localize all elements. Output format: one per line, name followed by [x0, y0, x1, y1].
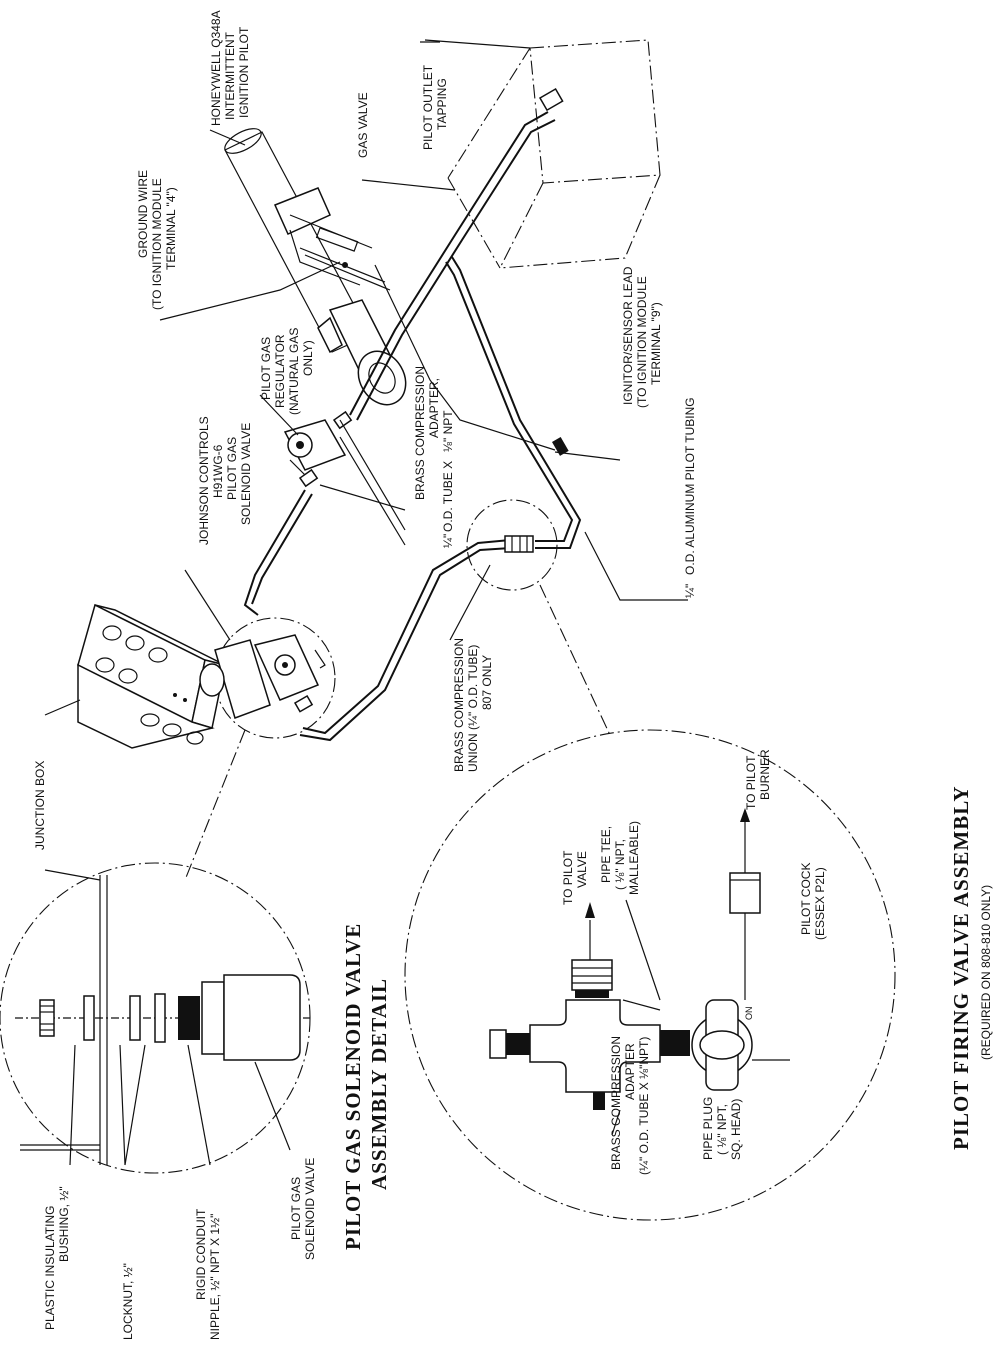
firing-valve-detail-circle: [404, 729, 896, 1221]
label-ground-wire-1: GROUND WIRE: [136, 170, 150, 258]
pilot-tubing: [243, 111, 582, 742]
label-ignition-pilot: IGNITION PILOT: [237, 26, 251, 118]
union-callout-circle: [466, 499, 558, 591]
label-pilot-cock-2: (ESSEX P2L): [813, 867, 827, 940]
label-pipe-plug-3: SQ. HEAD): [729, 1099, 743, 1160]
label-brass-adapter-2: ADAPTER,: [427, 378, 441, 438]
label-johnson-2: H91WG-6: [211, 444, 225, 498]
solenoid-valve: [199, 634, 326, 719]
title-solenoid-1: PILOT GAS SOLENOID VALVE: [341, 923, 365, 1250]
label-to-pilot-valve-1: TO PILOT: [561, 850, 575, 905]
solenoid-callout-circle: [214, 617, 336, 739]
label-brass-adapter2-1: BRASS COMPRESSION: [609, 1036, 623, 1170]
label-plastic-bushing-2: BUSHING, ½": [57, 1186, 71, 1262]
label-ignitor-2: (TO IGNITION MODULE: [635, 276, 649, 408]
brass-compression-union: [504, 535, 534, 553]
label-ignitor-3: TERMINAL "9"): [649, 302, 663, 385]
firing-valve-detail-parts: [489, 808, 761, 1110]
label-rigid-conduit-2: NIPPLE, ½" NPT X 1½": [208, 1214, 222, 1340]
label-brass-union-2: UNION (¼" O.D. TUBE): [466, 645, 480, 772]
label-to-pilot-burner-2: BURNER: [758, 749, 772, 800]
label-regulator-4: ONLY): [301, 340, 315, 376]
label-johnson-1: JOHNSON CONTROLS: [197, 416, 211, 545]
label-pipe-tee-2: ( ⅛" NPT,: [613, 839, 627, 890]
label-brass-adapter2-2: ADAPTER: [623, 1043, 637, 1100]
label-ground-wire-3: TERMINAL "4"): [164, 187, 178, 270]
pilot-burner: [224, 128, 391, 353]
label-brass-adapter-4: O.D. TUBE X: [441, 461, 455, 532]
leader-lines: [44, 39, 790, 1166]
title-firing-2: (REQUIRED ON 808-810 ONLY): [979, 885, 993, 1060]
label-johnson-3: PILOT GAS: [225, 437, 239, 500]
label-pilot-gas-sol-1: PILOT GAS: [289, 1177, 303, 1240]
label-pipe-tee-1: PIPE TEE,: [599, 826, 613, 883]
label-regulator-2: REGULATOR: [273, 334, 287, 408]
label-gas-valve: GAS VALVE: [356, 92, 370, 158]
label-to-pilot-valve-2: VALVE: [575, 851, 589, 888]
label-aluminum-tubing: O.D. ALUMINUM PILOT TUBING: [683, 397, 697, 575]
johnson-regulator-body: [283, 410, 353, 488]
label-regulator-3: (NATURAL GAS: [287, 328, 301, 415]
label-plastic-bushing-1: PLASTIC INSULATING: [43, 1206, 57, 1330]
label-brass-union-4: 807 ONLY: [480, 655, 494, 710]
label-ground-wire-2: (TO IGNITION MODULE: [150, 178, 164, 310]
label-intermittent: INTERMITTENT: [223, 31, 237, 120]
leader-solenoid-detail: [184, 729, 246, 881]
label-pilot-gas-sol-2: SOLENOID VALVE: [303, 1158, 317, 1260]
label-pipe-tee-3: MALLEABLE): [627, 821, 641, 895]
pilot-gas-regulator: [317, 299, 407, 406]
pilot-outlet-fitting: [538, 87, 564, 112]
leader-firing-detail: [539, 584, 611, 736]
label-pilot-cock-1: PILOT COCK: [799, 863, 813, 935]
label-brass-adapter-1: BRASS COMPRESSION: [413, 366, 427, 500]
label-regulator-1: PILOT GAS: [259, 337, 273, 400]
label-pilot-outlet-1: PILOT OUTLET: [421, 64, 435, 150]
label-pilot-outlet-2: TAPPING: [435, 78, 449, 130]
gas-valve-box: [447, 39, 661, 269]
label-honeywell: HONEYWELL Q348A: [209, 10, 223, 126]
label-quarter-aluminum: ¼": [683, 584, 697, 598]
label-johnson-4: SOLENOID VALVE: [239, 423, 253, 525]
label-brass-adapter-3: ¼": [441, 534, 455, 548]
label-pipe-plug-1: PIPE PLUG: [701, 1097, 715, 1160]
solenoid-detail-parts: [15, 875, 310, 1165]
label-on-mark: ON: [744, 1007, 754, 1021]
label-to-pilot-burner-1: TO PILOT: [744, 755, 758, 810]
label-brass-adapter2-3: (¼" O.D. TUBE X ⅛"NPT): [637, 1037, 651, 1175]
label-pipe-plug-2: ( ⅛" NPT,: [715, 1104, 729, 1155]
title-firing-1: PILOT FIRING VALVE ASSEMBLY: [949, 786, 973, 1151]
label-locknut: LOCKNUT, ½": [121, 1263, 135, 1340]
title-solenoid-2: ASSEMBLY DETAIL: [367, 978, 391, 1190]
label-brass-adapter-5: ⅛" NPT: [441, 410, 455, 452]
label-ignitor-1: IGNITOR/SENSOR LEAD: [621, 266, 635, 405]
label-rigid-conduit-1: RIGID CONDUIT: [194, 1208, 208, 1300]
label-junction-box: JUNCTION BOX: [33, 761, 47, 850]
label-brass-union-1: BRASS COMPRESSION: [452, 638, 466, 772]
